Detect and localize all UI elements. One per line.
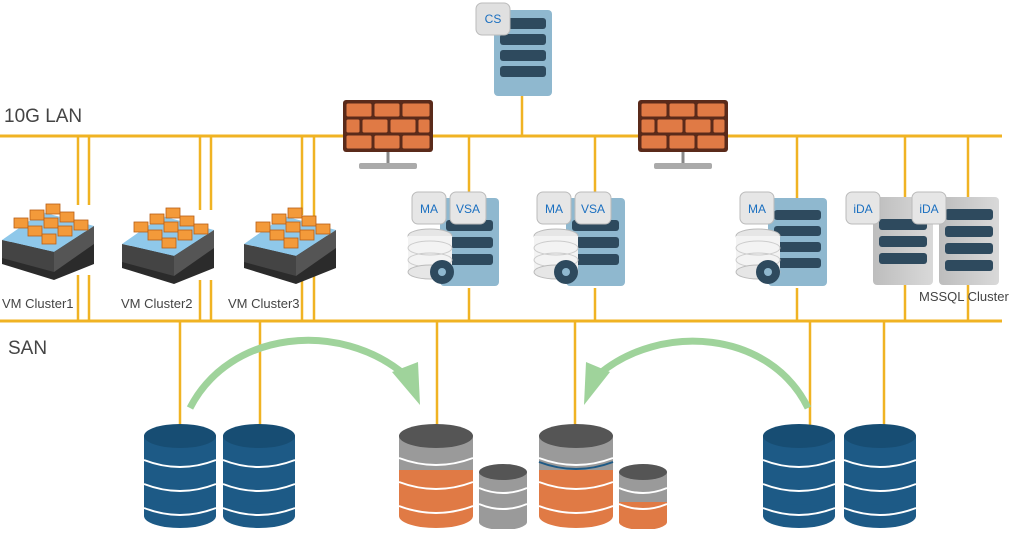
backup-storage-icon — [398, 424, 474, 528]
vsa-label: VSA — [580, 202, 605, 216]
lan-label: 10G LAN — [4, 106, 83, 127]
database-gear-icon — [735, 228, 781, 284]
ma-badge — [536, 191, 572, 225]
vm-host-icon — [244, 207, 336, 284]
ma-label: MA — [748, 202, 766, 216]
vsa-label: VSA — [455, 202, 480, 216]
vm-host-icon — [122, 207, 214, 284]
vsa-badge — [449, 191, 487, 225]
replication-arrow-icon — [584, 337, 812, 410]
bus-links — [76, 96, 970, 425]
media-agent-server-icon — [768, 198, 827, 286]
vm-cluster1-label: VM Cluster1 — [2, 296, 74, 311]
ida-badge — [845, 191, 881, 225]
firewall-icon — [343, 100, 433, 169]
backup-storage-small-icon — [618, 464, 668, 530]
vm-host-icon — [2, 203, 94, 280]
cs-label: CS — [484, 12, 502, 26]
mssql-server-icon — [939, 197, 999, 285]
ida-badge — [911, 191, 947, 225]
storage-array-icon — [843, 424, 917, 528]
ida-label: iDA — [853, 202, 873, 216]
cs-badge — [475, 2, 511, 36]
backup-storage-icon — [538, 424, 614, 528]
backup-storage-small-icon — [478, 464, 528, 530]
storage-array-icon — [762, 424, 836, 528]
ma-label: MA — [545, 202, 563, 216]
storage-array-icon — [143, 424, 217, 528]
vm-cluster2-label: VM Cluster2 — [121, 296, 193, 311]
replication-arrow-icon — [186, 336, 420, 410]
database-gear-icon — [407, 228, 454, 284]
ma-label: MA — [420, 202, 438, 216]
san-label: SAN — [8, 338, 48, 359]
mssql-cluster-label: MSSQL Cluster — [919, 289, 1009, 304]
database-gear-icon — [533, 228, 579, 284]
vm-cluster3-label: VM Cluster3 — [228, 296, 300, 311]
storage-array-icon — [222, 424, 296, 528]
vsa-badge — [574, 191, 612, 225]
ma-badge — [739, 191, 775, 225]
ida-label: iDA — [919, 202, 939, 216]
firewall-icon — [638, 100, 728, 169]
ma-badge — [411, 191, 447, 225]
